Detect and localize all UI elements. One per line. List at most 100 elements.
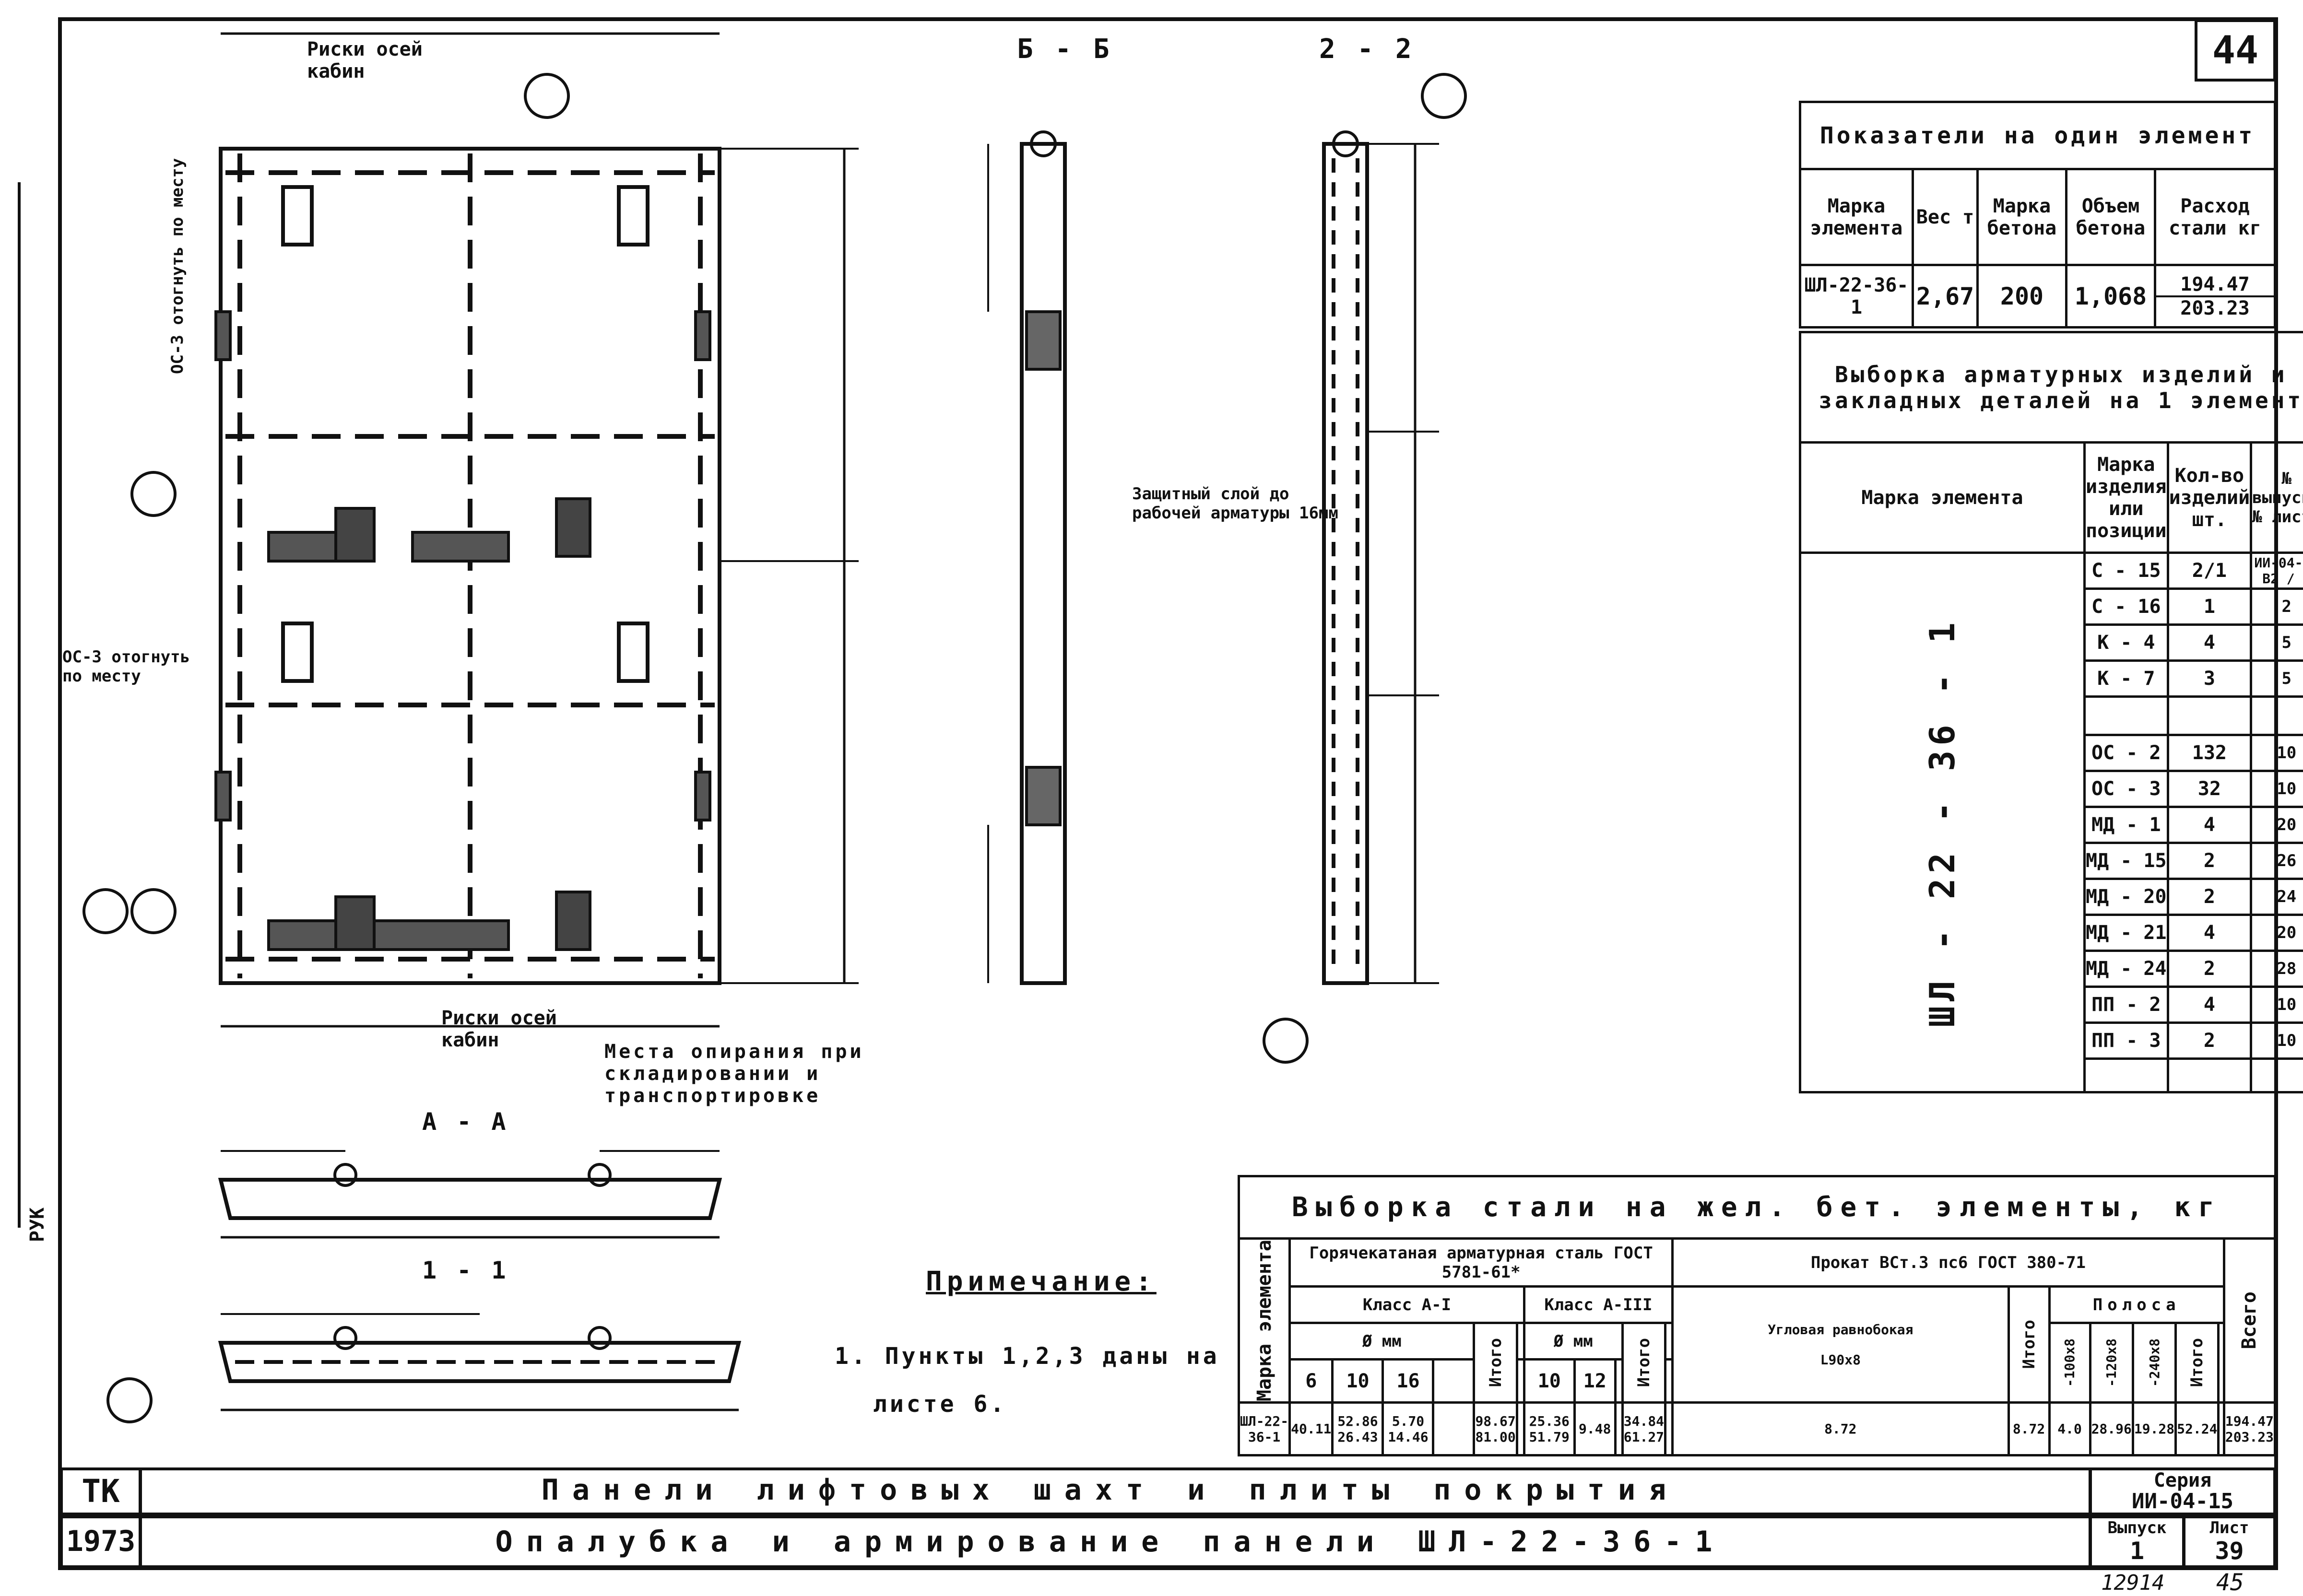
protect-layer-label: Защитный слой до рабочей арматуры 16мм [1132, 484, 1353, 523]
tb-footer-right: 45 [2216, 1569, 2244, 1596]
steel-table: Выборка стали на жел. бет. элементы, кг … [1238, 1175, 2276, 1456]
section-bb-title: Б - Б [1017, 34, 1112, 65]
steel-empty [1615, 1403, 1622, 1455]
steel-h-spacer [1517, 1323, 1524, 1360]
ind-h-volume: Объем бетона [2067, 169, 2155, 265]
note-line-1: 1. Пункты 1,2,3 даны на [835, 1343, 1220, 1370]
tb-year-box: 1973 [60, 1515, 142, 1568]
steel-all-b: 203.23 [2225, 1429, 2274, 1445]
sel-pos: ОС - 2 [2085, 735, 2168, 771]
tb-footer-left: 12914 [2101, 1571, 2164, 1595]
tb-title-line-2: Опалубка и армирование панели ШЛ-22-36-1 [139, 1525, 2082, 1559]
sel-h-pos: Марка изделия или позиции [2085, 443, 2168, 553]
steel-h-spacer [1665, 1323, 1673, 1360]
steel-h-empty [1615, 1360, 1622, 1403]
steel-tot4: 52.24 [2176, 1403, 2219, 1455]
steel-p120: 28.96 [2090, 1403, 2133, 1455]
ind-steel-b: 203.23 [2156, 297, 2274, 319]
steel-tot3: 8.72 [2008, 1403, 2049, 1455]
sel-qty: 2 [2168, 1023, 2251, 1059]
steel-h-all-text: Всего [2238, 1291, 2260, 1349]
steel-h-a1: Класс А-I [1290, 1287, 1524, 1323]
steel-h-all: Всего [2224, 1239, 2275, 1403]
steel-h-d16: 16 [1383, 1360, 1433, 1403]
tb-title-line-1: Панели лифтовых шахт и плиты покрытия [139, 1473, 2082, 1507]
selection-title: Выборка арматурных изделий и закладных д… [1800, 332, 2303, 443]
sel-sheet: 5 [2251, 661, 2303, 697]
ind-h-mark: Марка элемента [1800, 169, 1913, 265]
sel-qty: 3 [2168, 661, 2251, 697]
ind-weight: 2,67 [1913, 265, 1978, 328]
steel-a3-10b: 51.79 [1525, 1429, 1573, 1445]
tb-series-label: Серия [2092, 1470, 2273, 1490]
steel-p100: 4.0 [2049, 1403, 2090, 1455]
tb-series: ИИ-04-15 [2092, 1490, 2273, 1513]
sheet-number: 44 [2197, 22, 2273, 79]
note-title: Примечание: [926, 1266, 1157, 1297]
steel-l90: 8.72 [1673, 1403, 2009, 1455]
steel-h-strip: Полоса [2049, 1287, 2224, 1323]
sel-pos: МД - 24 [2085, 951, 2168, 987]
steel-h-empty [1433, 1360, 1474, 1403]
sel-pos: С - 15 [2085, 553, 2168, 589]
sel-pos: МД - 20 [2085, 879, 2168, 915]
steel-tot1b: 81.00 [1475, 1429, 1515, 1445]
ind-mark: ШЛ-22-36-1 [1800, 265, 1913, 328]
steel-empty [2219, 1403, 2224, 1455]
steel-h-tot1: Итого [1474, 1323, 1517, 1403]
sel-qty: 4 [2168, 987, 2251, 1023]
steel-h-mark: Марка элемента [1239, 1239, 1290, 1403]
sel-pos: ОС - 3 [2085, 771, 2168, 807]
tb-issue-box: Выпуск 1 [2089, 1515, 2185, 1568]
sel-h-mark: Марка элемента [1800, 443, 2085, 553]
sel-sheet: 2 [2251, 589, 2303, 625]
tb-issue: 1 [2092, 1537, 2182, 1564]
sel-qty: 2 [2168, 843, 2251, 879]
sel-pos: МД - 1 [2085, 807, 2168, 843]
sel-qty: 132 [2168, 735, 2251, 771]
steel-mark: ШЛ-22-36-1 [1239, 1403, 1290, 1455]
steel-h-d6: 6 [1290, 1360, 1333, 1403]
steel-d6: 40.11 [1290, 1403, 1333, 1455]
ind-steel: 194.47 203.23 [2155, 265, 2275, 328]
tb-year: 1973 [63, 1518, 139, 1564]
steel-tot1a: 98.67 [1475, 1413, 1515, 1429]
section-aa-title: А - А [422, 1108, 509, 1136]
steel-d16b: 14.46 [1384, 1429, 1432, 1445]
tb-sheet-box: Лист 39 [2183, 1515, 2276, 1568]
tb-sheet-label: Лист [2185, 1518, 2273, 1537]
section-11-title: 1 - 1 [422, 1256, 509, 1284]
steel-all-a: 194.47 [2225, 1413, 2274, 1429]
indicators-title: Показатели на один элемент [1800, 102, 2275, 169]
steel-h-p120: -120x8 [2090, 1323, 2133, 1403]
steel-h-d10: 10 [1333, 1360, 1383, 1403]
steel-h-l90: L90x8 [1674, 1352, 2008, 1368]
sel-qty [2168, 1059, 2251, 1092]
tb-issue-label: Выпуск [2092, 1518, 2182, 1537]
steel-tot2b: 61.27 [1624, 1429, 1664, 1445]
section-22-title: 2 - 2 [1319, 34, 1415, 65]
sel-sheet: ИИ-04-15 В2 / 2 [2251, 553, 2303, 589]
sel-pos: МД - 15 [2085, 843, 2168, 879]
ind-h-steel: Расход стали кг [2155, 169, 2275, 265]
note-line-2: листе 6. [873, 1391, 1007, 1418]
sel-pos: К - 7 [2085, 661, 2168, 697]
steel-h-mark-text: Марка элемента [1253, 1240, 1276, 1401]
sel-pos [2085, 1059, 2168, 1092]
sel-qty: 2 [2168, 951, 2251, 987]
sel-h-sheet: № выпуска № листа [2251, 443, 2303, 553]
section-aa [221, 1151, 720, 1237]
steel-h-tot1-text: Итого [1486, 1338, 1505, 1387]
steel-h-tot3: Итого [2008, 1287, 2049, 1403]
stamp-ruk: РУК [26, 1185, 48, 1242]
steel-h-dia-a3: Ø мм [1524, 1323, 1622, 1360]
ind-h-grade: Марка бетона [1978, 169, 2067, 265]
steel-d10a: 52.86 [1334, 1413, 1382, 1429]
sel-pos [2085, 697, 2168, 735]
selection-table: Выборка арматурных изделий и закладных д… [1799, 331, 2303, 1093]
steel-d10b: 26.43 [1334, 1429, 1382, 1445]
steel-h-p240-text: -240x8 [2147, 1338, 2162, 1387]
